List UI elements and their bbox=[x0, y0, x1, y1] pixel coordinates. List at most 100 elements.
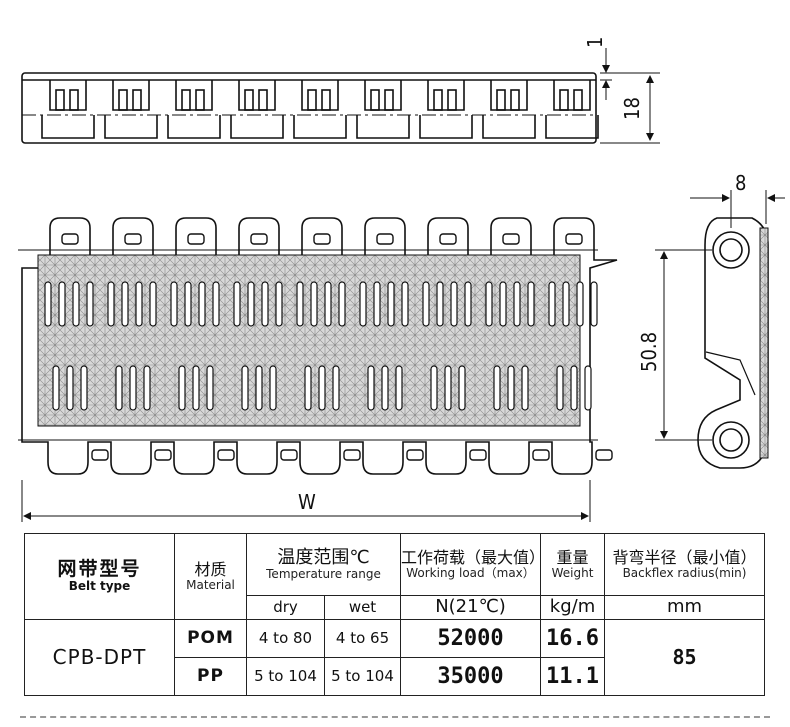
side-tooth bbox=[49, 80, 87, 111]
side-slot bbox=[447, 89, 457, 111]
side-tooth bbox=[175, 80, 213, 111]
plan-hinge-hole bbox=[280, 449, 298, 461]
side-foot bbox=[545, 115, 599, 139]
dim-height: 18 bbox=[620, 97, 644, 120]
plan-slot bbox=[318, 365, 326, 411]
plan-slot bbox=[513, 281, 521, 327]
side-foot bbox=[293, 115, 347, 139]
link-profile bbox=[697, 217, 769, 469]
header-working-load: 工作荷载（最大值） Working load（max） bbox=[400, 533, 545, 596]
plan-slot bbox=[86, 281, 94, 327]
plan-slot bbox=[135, 281, 143, 327]
plan-slot bbox=[275, 281, 283, 327]
plan-hinge-hole bbox=[313, 233, 331, 245]
dim-pitch-width: 8 bbox=[735, 171, 746, 195]
plan-slot bbox=[367, 365, 375, 411]
side-slot bbox=[433, 89, 443, 111]
plan-slot bbox=[170, 281, 178, 327]
plan-hinge-hole bbox=[406, 449, 424, 461]
plan-hinge-hole bbox=[565, 233, 583, 245]
plan-slot bbox=[499, 281, 507, 327]
plan-slot bbox=[570, 365, 578, 411]
plan-slot bbox=[436, 281, 444, 327]
side-tooth bbox=[301, 80, 339, 111]
plan-slot bbox=[422, 281, 430, 327]
side-slot bbox=[244, 89, 254, 111]
plan-slot bbox=[493, 365, 501, 411]
plan-slot bbox=[401, 281, 409, 327]
side-tooth bbox=[112, 80, 150, 111]
side-slot bbox=[496, 89, 506, 111]
plan-slot bbox=[212, 281, 220, 327]
plan-hinge-hole bbox=[376, 233, 394, 245]
side-foot bbox=[167, 115, 221, 139]
plan-hinge-hole bbox=[595, 449, 613, 461]
row-temp-dry: 5 to 104 bbox=[246, 657, 325, 696]
backflex-unit: mm bbox=[604, 595, 766, 620]
plan-slot bbox=[198, 281, 206, 327]
plan-hinge-hole bbox=[439, 233, 457, 245]
side-slot bbox=[370, 89, 380, 111]
plan-slot bbox=[129, 365, 137, 411]
side-slot bbox=[510, 89, 520, 111]
plan-hinge-hole bbox=[502, 233, 520, 245]
plan-view bbox=[18, 217, 618, 475]
plan-slot bbox=[52, 365, 60, 411]
plan-slot bbox=[121, 281, 129, 327]
plan-slot bbox=[373, 281, 381, 327]
plan-slot bbox=[184, 281, 192, 327]
weight-unit: kg/m bbox=[540, 595, 606, 620]
plan-slot bbox=[485, 281, 493, 327]
dim-length: 50.8 bbox=[637, 332, 661, 372]
plan-slot bbox=[548, 281, 556, 327]
side-tooth bbox=[238, 80, 276, 111]
header-belt-type: 网带型号 Belt type bbox=[24, 533, 175, 620]
side-foot bbox=[41, 115, 95, 139]
plan-slot bbox=[521, 365, 529, 411]
plan-slot bbox=[178, 365, 186, 411]
side-slot bbox=[384, 89, 394, 111]
plan-hinge-hole bbox=[187, 233, 205, 245]
belt-technical-drawing: 1 18 W 8 50.8 bbox=[18, 37, 785, 522]
plan-hinge-hole bbox=[250, 233, 268, 245]
plan-slot bbox=[527, 281, 535, 327]
row-weight: 16.6 bbox=[540, 619, 606, 658]
plan-slot bbox=[58, 281, 66, 327]
row-temp-wet: 5 to 104 bbox=[323, 657, 402, 696]
side-dimensions bbox=[600, 48, 660, 144]
plan-slot bbox=[143, 365, 151, 411]
side-slot bbox=[69, 89, 79, 111]
plan-slot bbox=[395, 365, 403, 411]
side-tooth bbox=[364, 80, 402, 111]
side-foot bbox=[482, 115, 536, 139]
side-slot bbox=[559, 89, 569, 111]
plan-slot bbox=[324, 281, 332, 327]
side-slot bbox=[55, 89, 65, 111]
plan-hinge-hole bbox=[124, 233, 142, 245]
plan-slot bbox=[241, 365, 249, 411]
plan-slot bbox=[458, 365, 466, 411]
dim-width-label: W bbox=[298, 490, 316, 514]
plan-slot bbox=[304, 365, 312, 411]
plan-slot bbox=[590, 281, 598, 327]
header-material: 材质 Material bbox=[174, 533, 247, 620]
plan-slot bbox=[562, 281, 570, 327]
plan-slot bbox=[233, 281, 241, 327]
plan-slot bbox=[444, 365, 452, 411]
header-temperature: 温度范围℃ Temperature range bbox=[245, 533, 402, 596]
load-unit: N(21℃) bbox=[400, 595, 542, 620]
plan-slot bbox=[206, 365, 214, 411]
side-foot bbox=[230, 115, 284, 139]
plan-hinge-hole bbox=[532, 449, 550, 461]
plan-slot bbox=[247, 281, 255, 327]
side-slot bbox=[573, 89, 583, 111]
plan-hinge-hole bbox=[154, 449, 172, 461]
plan-slot bbox=[381, 365, 389, 411]
row-working-load: 35000 bbox=[400, 657, 542, 696]
side-slot bbox=[132, 89, 142, 111]
side-foot bbox=[356, 115, 410, 139]
plan-hinge-hole bbox=[91, 449, 109, 461]
side-tooth bbox=[427, 80, 465, 111]
plan-slot bbox=[107, 281, 115, 327]
plan-slot bbox=[332, 365, 340, 411]
